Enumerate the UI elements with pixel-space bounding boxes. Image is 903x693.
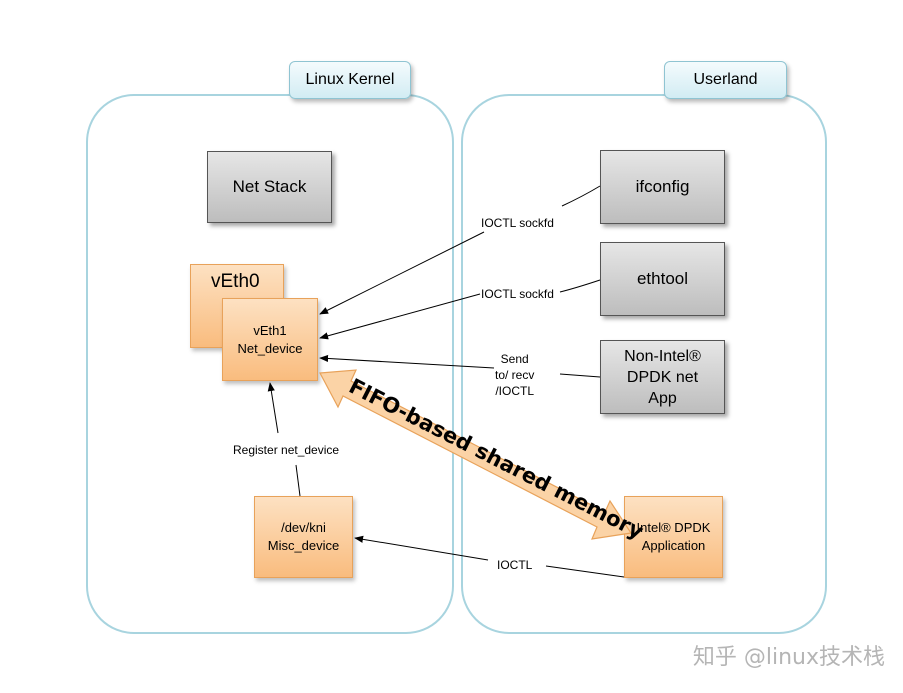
watermark: 知乎 @linux技术栈 — [692, 645, 885, 670]
ioctl-sub-label: /IOCTL — [495, 384, 535, 398]
userland-title: Userland — [664, 61, 787, 99]
misc-device-label: Misc_device — [267, 538, 340, 553]
ioctl-arrow — [354, 535, 489, 561]
non-intel-dpdk-app-box: Non-Intel® DPDK net App — [600, 340, 725, 414]
ifconfig-box: ifconfig — [600, 150, 725, 224]
ioctl-label: IOCTL — [497, 558, 533, 572]
nonintel-arrow — [319, 354, 495, 369]
non-intel-label: Non-Intel® — [624, 347, 701, 365]
ioctl-arrow-line — [545, 565, 625, 578]
ifconfig-arrow — [319, 231, 485, 315]
register-arrow — [267, 382, 279, 434]
send-label: Send — [500, 352, 529, 366]
to-recv-label: to/ recv — [495, 368, 535, 382]
intel-dpdk-label: Intel® DPDK — [636, 520, 711, 535]
ioctl-sockfd-label-2: IOCTL sockfd — [481, 287, 554, 301]
ifconfig-arrow-line — [561, 185, 601, 207]
ethtool-arrow — [319, 293, 481, 340]
net-device-label: Net_device — [237, 340, 303, 356]
intel-dpdk-application-box: Intel® DPDK Application — [624, 496, 723, 578]
dev-kni-label: /dev/kni — [281, 520, 326, 535]
application-label: Application — [641, 538, 706, 553]
ioctl-sockfd-label-1: IOCTL sockfd — [481, 216, 554, 230]
register-arrow-lower — [295, 464, 301, 497]
userland-region — [461, 94, 827, 634]
ethtool-arrow-line — [559, 279, 601, 293]
veth0-label: vEth0 — [211, 271, 260, 292]
ethtool-box: ethtool — [600, 242, 725, 316]
dpdk-net-label: DPDK net — [626, 368, 699, 386]
register-net-device-label: Register net_device — [233, 443, 340, 457]
send-recv-ioctl-label: Send to/ recv /IOCTL — [495, 351, 534, 399]
linux-kernel-region — [86, 94, 454, 634]
veth1-label: vEth1 — [253, 322, 287, 338]
linux-kernel-title: Linux Kernel — [289, 61, 411, 99]
nonintel-arrow-line — [559, 373, 601, 378]
dev-kni-misc-device-box: /dev/kni Misc_device — [254, 496, 353, 578]
net-stack-box: Net Stack — [207, 151, 332, 223]
veth1-net-device-box: vEth1 Net_device — [222, 298, 318, 381]
app-label: App — [648, 389, 677, 407]
fifo-double-arrow — [319, 369, 633, 540]
